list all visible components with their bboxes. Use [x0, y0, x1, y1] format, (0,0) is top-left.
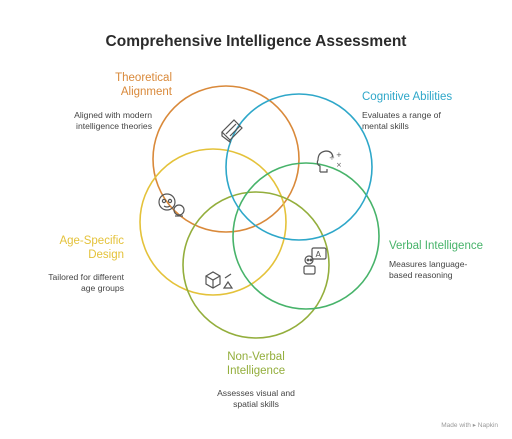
circle-age: [139, 148, 287, 296]
label-nonverbal: Non-Verbal Intelligence: [226, 351, 286, 377]
circle-cognitive: [225, 93, 373, 241]
label-cognitive: Cognitive Abilities: [362, 91, 453, 103]
circle-nonverbal: [182, 191, 330, 339]
robot-speech-icon: A: [303, 247, 327, 275]
head-math-icon: ÷ + ×: [316, 150, 342, 173]
desc-nonverbal: Assesses visual and spatial skills: [217, 388, 295, 409]
diagram-title: Comprehensive Intelligence Assessment: [105, 33, 407, 50]
svg-text:÷: ÷: [329, 154, 335, 162]
circle-verbal: [232, 162, 380, 310]
desc-verbal: Measures language- based reasoning: [389, 259, 468, 280]
svg-text:×: ×: [336, 161, 342, 169]
cube-shapes-icon: [205, 271, 234, 289]
svg-text:A: A: [316, 250, 322, 259]
circle-theoretical: [152, 85, 300, 233]
label-theoretical: Theoretical Alignment: [115, 72, 172, 98]
label-age: Age-Specific Design: [59, 235, 124, 261]
books-icon: [221, 119, 243, 144]
desc-theoretical: Aligned with modern intelligence theorie…: [74, 110, 152, 131]
svg-text:+: +: [336, 151, 342, 159]
label-verbal: Verbal Intelligence: [389, 240, 483, 252]
desc-age: Tailored for different age groups: [48, 272, 124, 293]
made-with-napkin: Made with ▸ Napkin: [441, 422, 498, 429]
desc-cognitive: Evaluates a range of mental skills: [362, 110, 441, 131]
faces-icon: [158, 193, 185, 217]
